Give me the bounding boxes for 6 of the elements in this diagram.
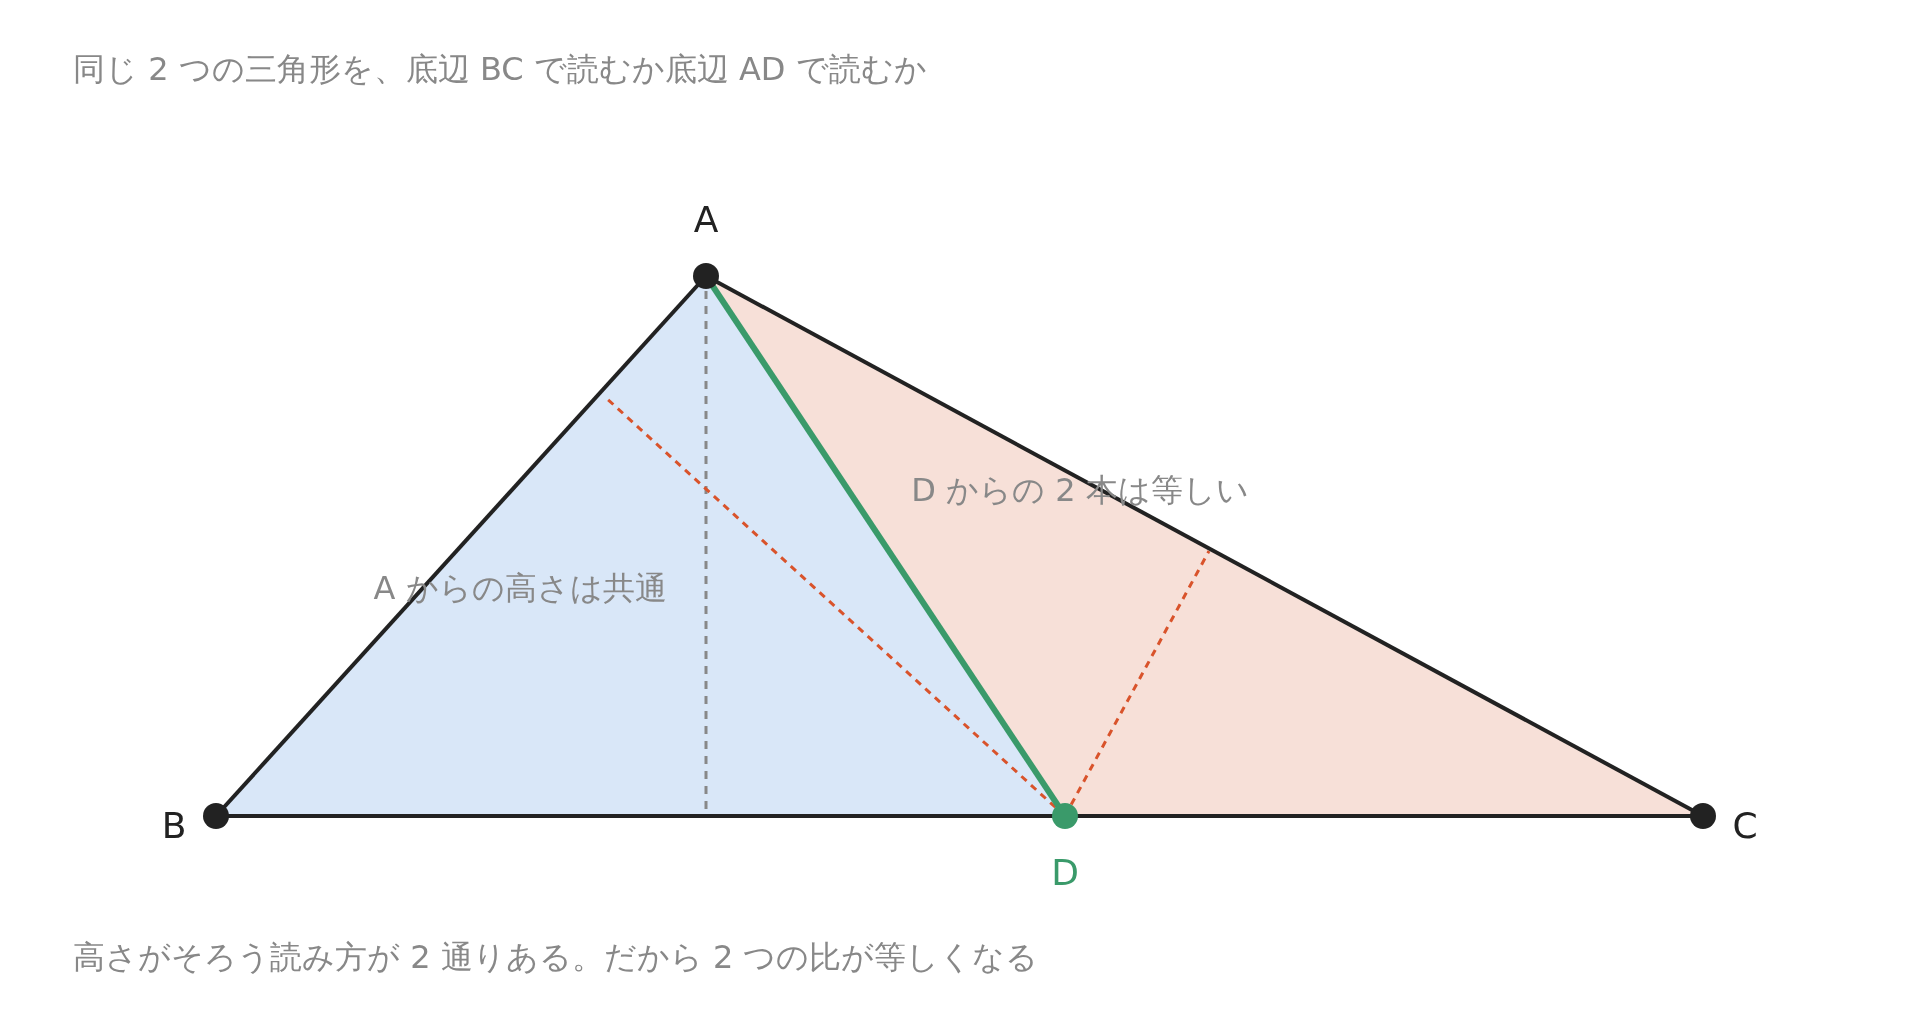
caption: 高さがそろう読み方が 2 通りある。だから 2 つの比が等しくなる: [73, 938, 1039, 977]
title: 同じ 2 つの三角形を、底辺 BC で読むか底辺 AD で読むか: [73, 50, 927, 89]
vertex-label: B: [161, 804, 187, 848]
point-label: D: [1051, 851, 1079, 895]
vertex-label: A: [693, 198, 719, 242]
vertex-label: C: [1732, 804, 1758, 848]
